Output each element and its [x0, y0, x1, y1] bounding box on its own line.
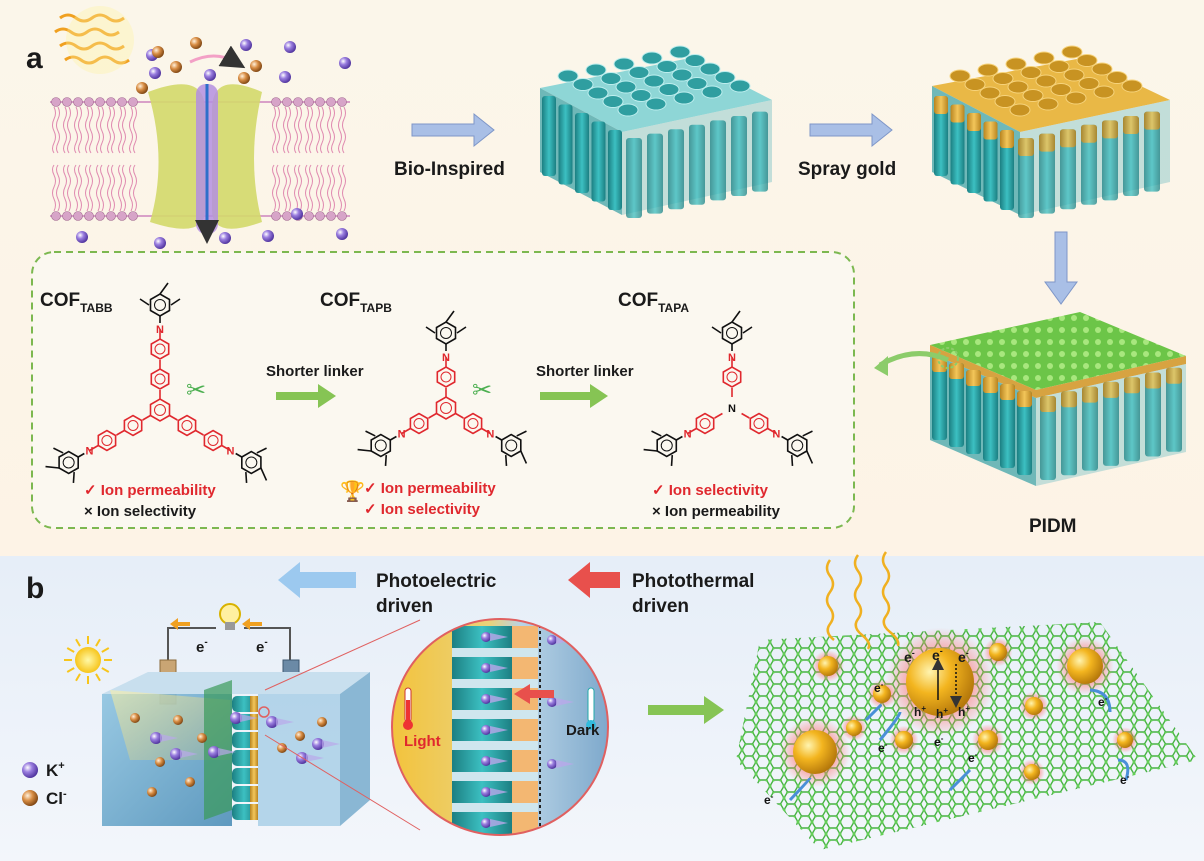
photoelectric-label-2: driven — [376, 596, 433, 617]
cof-tabb-structure: N N N — [45, 282, 268, 483]
dark-label: Dark — [566, 722, 600, 739]
cof-tapb-title: COFTAPB — [320, 290, 392, 315]
scissors-icon: ✂ — [186, 377, 206, 404]
graphene-electron-labels: e-e-e-e-e-e-e- — [764, 680, 1130, 807]
panel-a-letter: a — [26, 42, 43, 75]
photothermal-label-2: driven — [632, 596, 689, 617]
pidm-to-cof-arrowhead — [874, 356, 888, 376]
bulb-icon — [219, 603, 241, 625]
tabb-cross-selectivity: × Ion selectivity — [84, 503, 197, 520]
svg-text:N: N — [398, 429, 406, 441]
cof-tapa-structure: N N N N — [643, 310, 814, 466]
charge-separation-arrows — [932, 658, 962, 708]
big-au-electron-1: e- — [904, 648, 915, 665]
shorter-linker-arrow-2 — [540, 384, 608, 408]
incoming-light-waves — [825, 551, 900, 650]
cof-comparison-frame — [31, 251, 855, 529]
tapa-cross-permeability: × Ion permeability — [652, 503, 781, 520]
svg-text:N: N — [226, 446, 234, 458]
photoelectric-arrow — [278, 562, 356, 598]
cof-membrane-block — [540, 45, 772, 218]
sun-icon — [64, 636, 112, 684]
photothermal-arrow — [568, 562, 620, 598]
circuit-electron-right: e- — [256, 637, 268, 656]
svg-text:N: N — [684, 429, 692, 441]
circuit-electron-left: e- — [196, 637, 208, 656]
graphene-electron-label: e- — [934, 734, 944, 749]
big-au-hole-1: h+ — [914, 704, 926, 719]
legend-k-label: K+ — [46, 760, 65, 780]
zoom-origin-circle — [258, 706, 270, 718]
photothermal-label-1: Photothermal — [632, 571, 754, 592]
graphene-electron-label: e- — [878, 740, 888, 755]
bio-membrane-illustration — [50, 6, 350, 244]
shorter-linker-arrow-1 — [276, 384, 336, 408]
cof-tabb-title: COFTABB — [40, 290, 113, 315]
cof-tapb-structure: N N N — [357, 310, 528, 466]
nanochannel-zoom — [391, 618, 609, 836]
light-label: Light — [404, 733, 441, 750]
tabb-check-permeability: ✓ Ion permeability — [84, 482, 216, 499]
shorter-linker-label-1: Shorter linker — [266, 363, 364, 380]
bio-inspired-arrow — [411, 112, 495, 148]
legend-k-ion — [22, 762, 38, 778]
svg-text:N: N — [442, 352, 450, 364]
graphene-electron-label: e- — [764, 792, 774, 807]
legend-cl-ion — [22, 790, 38, 806]
svg-text:N: N — [486, 429, 494, 441]
svg-text:N: N — [728, 403, 736, 415]
svg-text:N: N — [86, 446, 94, 458]
graphene-electron-label: e- — [874, 680, 884, 695]
svg-text:N: N — [772, 429, 780, 441]
pidm-label: PIDM — [1029, 516, 1077, 537]
electrochemical-cell — [102, 672, 370, 826]
scissors-icon: ✂ — [472, 377, 492, 404]
pidm-zoom-circle — [937, 347, 959, 369]
graphene-electron-label: e- — [968, 750, 978, 765]
tapb-check-permeability: ✓ Ion permeability — [364, 480, 496, 497]
shorter-linker-label-2: Shorter linker — [536, 363, 634, 380]
big-au-hole-3: h+ — [958, 704, 970, 719]
photoelectric-label-1: Photoelectric — [376, 571, 497, 592]
trophy-icon: 🏆 — [340, 479, 365, 503]
legend-cl-label: Cl- — [46, 788, 67, 808]
tapb-check-selectivity: ✓ Ion selectivity — [364, 501, 481, 518]
pidm-membrane-block — [930, 312, 1186, 486]
cof-tapa-title: COFTAPA — [618, 290, 689, 315]
tapa-check-selectivity: ✓ Ion selectivity — [652, 482, 769, 499]
big-au-hole-2: h+ — [936, 706, 948, 721]
graphene-electron-label: e- — [1120, 772, 1130, 787]
bio-inspired-label: Bio-Inspired — [394, 159, 505, 180]
svg-text:N: N — [156, 324, 164, 336]
spray-gold-label: Spray gold — [798, 159, 896, 180]
zoom-line-top — [264, 619, 421, 691]
panel-b-ions — [130, 712, 340, 797]
graphene-electron-label: e- — [1098, 694, 1108, 709]
zoom-line-bottom — [264, 734, 421, 831]
svg-text:N: N — [728, 352, 736, 364]
spray-gold-arrow — [809, 112, 893, 148]
big-au-electron-3: e- — [958, 648, 969, 665]
panel-a-ions — [76, 37, 351, 249]
to-graphene-arrow — [648, 696, 724, 724]
down-arrow-to-pidm — [1044, 231, 1078, 305]
big-au-electron-2: e- — [932, 646, 943, 663]
panel-b-letter: b — [26, 572, 44, 605]
gold-coated-membrane-block — [932, 45, 1170, 218]
